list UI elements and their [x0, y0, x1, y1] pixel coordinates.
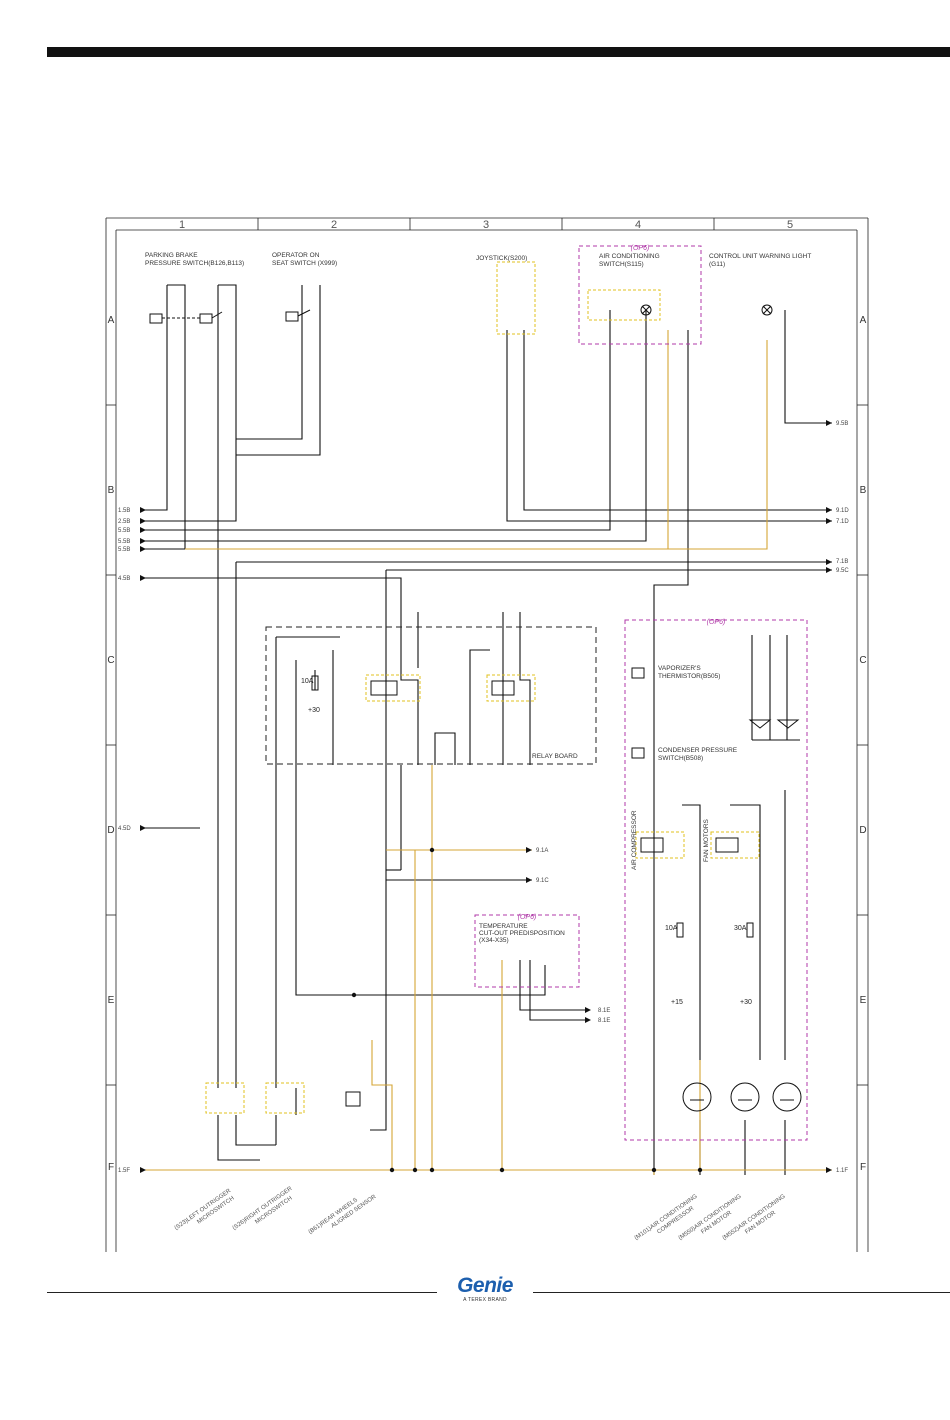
row-label-d-right: D — [859, 825, 866, 836]
bottom-label-0: (S23)LEFT OUTRIGGERMICROSWITCH — [174, 1188, 238, 1238]
option-tags: (OP6) (OP6) (OP6) — [518, 245, 726, 921]
bottom-label-2: (B61)REAR WHEELSALIGNED SENSOR — [308, 1187, 378, 1242]
right-arrows — [526, 420, 832, 1173]
ac-unit-option-box — [624, 619, 808, 1141]
fuse-fan: 30A — [734, 925, 747, 932]
fuse-compressor: 10A — [665, 925, 678, 932]
footer-line-left — [47, 1292, 437, 1293]
row-label-d-left: D — [107, 825, 114, 836]
footer-line-right — [533, 1292, 950, 1293]
joystick-label: JOYSTICK(S200) — [476, 255, 527, 262]
left-ref-0: 1.5B — [118, 508, 130, 514]
left-ref-7: 1.5F — [118, 1168, 130, 1174]
component-boxes — [205, 261, 760, 1114]
column-label-5: 5 — [787, 219, 793, 231]
supply-compressor: +15 — [671, 999, 683, 1006]
warning-light-label: CONTROL UNIT WARNING LIGHT(G11) — [709, 253, 811, 268]
brand-logo: Genie A TEREX BRAND — [445, 1275, 525, 1311]
column-label-2: 2 — [331, 219, 337, 231]
left-reference-labels: 1.5B 2.5B 5.5B 5.5B 5.5B 4.5B 4.5D 1.5F — [118, 508, 131, 1174]
right-ref-9: 1.1F — [836, 1168, 848, 1174]
component-symbols — [149, 304, 802, 1112]
right-ref-0: 9.5B — [836, 421, 848, 427]
right-ref-3: 7.1B — [836, 559, 848, 565]
right-ref-2: 7.1D — [836, 519, 849, 525]
row-label-f-left: F — [108, 1162, 114, 1173]
left-ref-1: 2.5B — [118, 519, 130, 525]
left-ref-4: 5.5B — [118, 547, 130, 553]
column-labels: 1 2 3 4 5 — [179, 219, 793, 231]
fuse-relay: 10A — [301, 678, 314, 685]
schematic-frame — [105, 217, 869, 1252]
right-reference-labels: 9.5B 9.1D 7.1D 7.1B 9.5C 9.1A 9.1C 8.1E … — [536, 421, 849, 1174]
left-ref-3: 5.5B — [118, 539, 130, 545]
ac-switch-option-box — [578, 245, 702, 345]
black-wires — [140, 284, 832, 1175]
left-ref-6: 4.5D — [118, 826, 131, 832]
column-label-4: 4 — [635, 219, 641, 231]
row-label-c-left: C — [107, 655, 114, 666]
supply-fan: +30 — [740, 999, 752, 1006]
option-tag-ac-unit: (OP6) — [707, 619, 726, 626]
right-ref-8: 8.1E — [598, 1018, 610, 1024]
supply-relay: +30 — [308, 707, 320, 714]
option-tag-temp: (OP6) — [518, 914, 537, 921]
row-label-b-right: B — [860, 485, 867, 496]
relay-board-label: RELAY BOARD — [532, 753, 578, 760]
row-label-e-right: E — [860, 995, 867, 1006]
brand-name: Genie — [457, 1274, 513, 1297]
right-ref-5: 9.1A — [536, 848, 548, 854]
bottom-component-labels: (S23)LEFT OUTRIGGERMICROSWITCH (S26)RIGH… — [174, 1185, 787, 1249]
row-label-e-left: E — [108, 995, 115, 1006]
row-label-c-right: C — [859, 655, 866, 666]
right-ref-1: 9.1D — [836, 508, 849, 514]
left-ref-2: 5.5B — [118, 528, 130, 534]
column-label-1: 1 — [179, 219, 185, 231]
row-label-f-right: F — [860, 1162, 866, 1173]
row-label-b-left: B — [108, 485, 115, 496]
bottom-label-1: (S26)RIGHT OUTRIGGERMICROSWITCH — [232, 1185, 299, 1238]
option-tag-ac-switch: (OP6) — [631, 245, 650, 252]
row-label-a-left: A — [108, 315, 115, 326]
right-ref-4: 9.5C — [836, 568, 849, 574]
temp-cutout-option-box — [474, 914, 580, 988]
column-label-3: 3 — [483, 219, 489, 231]
right-ref-7: 8.1E — [598, 1008, 610, 1014]
relay-board-box — [265, 626, 597, 765]
air-compressor-label: AIR COMPRESSOR — [631, 810, 638, 870]
left-arrows — [140, 507, 146, 1173]
left-ref-5: 4.5B — [118, 576, 130, 582]
bottom-label-3: (M101)AIR CONDITIONINGCOMPRESSOR — [634, 1194, 704, 1249]
fan-motors-label: FAN MOTORS — [703, 818, 710, 862]
junction-dots — [351, 847, 703, 1173]
right-ref-6: 9.1C — [536, 878, 549, 884]
row-label-a-right: A — [860, 315, 867, 326]
yellow-wires — [140, 330, 832, 1175]
header-bar — [47, 47, 950, 57]
row-labels: A A B B C C D D E E F F — [107, 315, 866, 1173]
supply-labels: +30 +15 +30 10A 10A 30A — [301, 678, 752, 1006]
brand-tagline: A TEREX BRAND — [463, 1297, 507, 1303]
